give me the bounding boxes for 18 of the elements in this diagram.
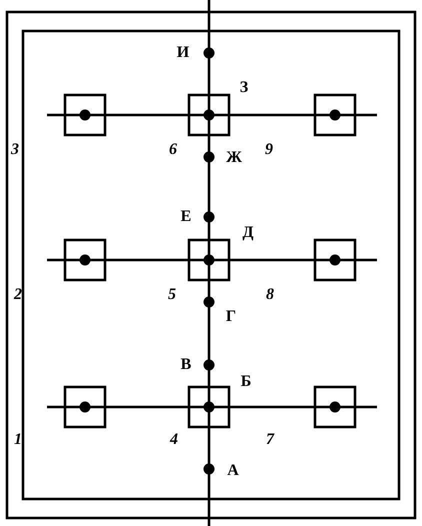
point-label: Д bbox=[242, 225, 254, 241]
point-label: З bbox=[240, 80, 248, 96]
point-label: 4 bbox=[170, 432, 178, 448]
point-label: И bbox=[176, 45, 190, 61]
point-label: Б bbox=[240, 374, 252, 390]
point-label: 1 bbox=[14, 432, 22, 448]
point-label: В bbox=[180, 357, 192, 373]
point-label: 6 bbox=[169, 142, 177, 158]
point-label: А bbox=[227, 463, 239, 479]
point-label: Е bbox=[180, 209, 192, 225]
point-label: Г bbox=[226, 309, 236, 325]
point-label: 3 bbox=[11, 142, 19, 158]
point-label: Ж bbox=[226, 150, 242, 166]
point-label: 7 bbox=[266, 432, 274, 448]
point-label: 5 bbox=[168, 287, 176, 303]
point-label: 2 bbox=[14, 287, 22, 303]
point-label: 8 bbox=[266, 287, 274, 303]
point-label: 9 bbox=[265, 142, 273, 158]
